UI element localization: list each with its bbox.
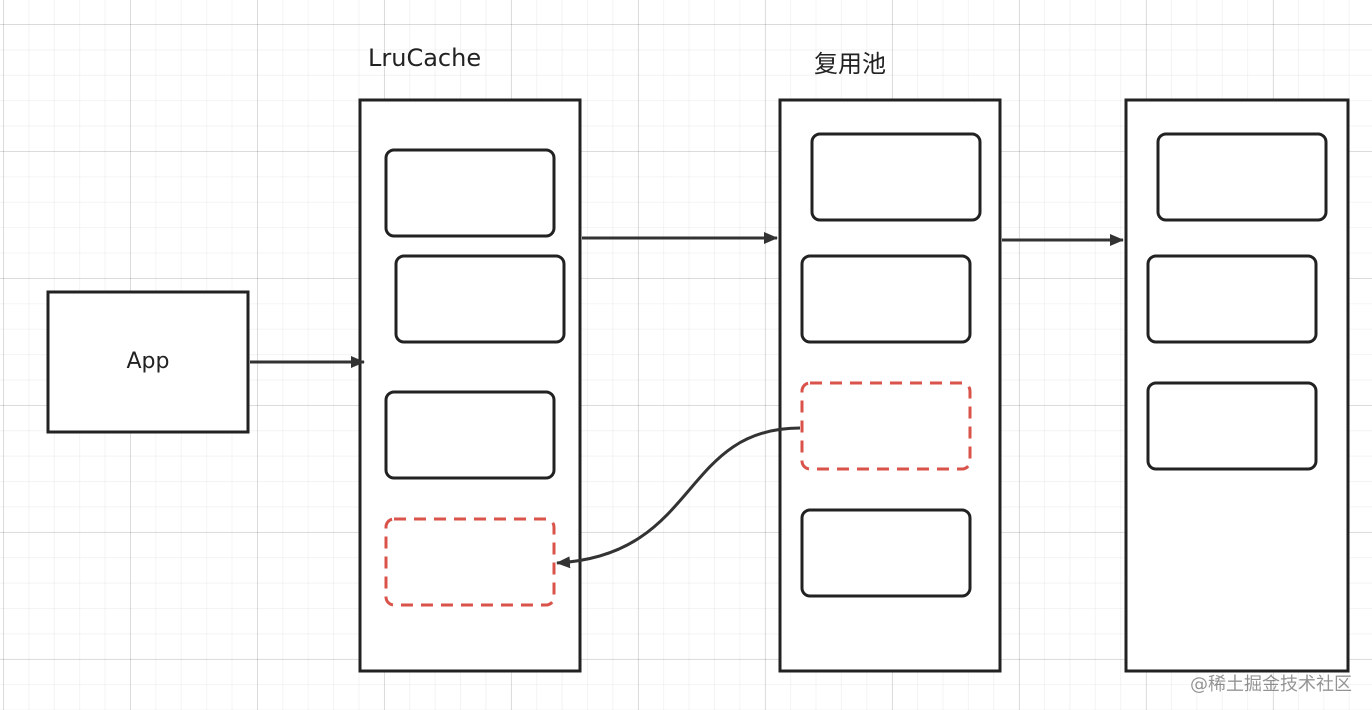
reuse-pool-title: 复用池 <box>814 50 886 78</box>
lru-cache-slot <box>394 254 566 344</box>
third-container-slot <box>1146 381 1318 471</box>
reuse-pool-slot <box>800 508 972 598</box>
lru-cache-slot <box>384 148 556 238</box>
watermark: @稀土掘金技术社区 <box>1190 674 1352 695</box>
lru-cache-slot-dashed <box>384 517 556 607</box>
app-label: App <box>126 349 170 374</box>
arrow-reuse-pool-to-lru-cache-curve <box>556 426 801 569</box>
third-container-slot <box>1156 132 1328 222</box>
reuse-pool-slot-dashed <box>800 381 972 471</box>
third-container-slot <box>1146 254 1318 344</box>
lru-cache-title: LruCache <box>368 44 482 72</box>
reuse-pool-slot <box>800 254 972 344</box>
lru-cache-slot <box>384 390 556 480</box>
reuse-pool-slot <box>810 132 982 222</box>
app-box <box>46 290 250 434</box>
